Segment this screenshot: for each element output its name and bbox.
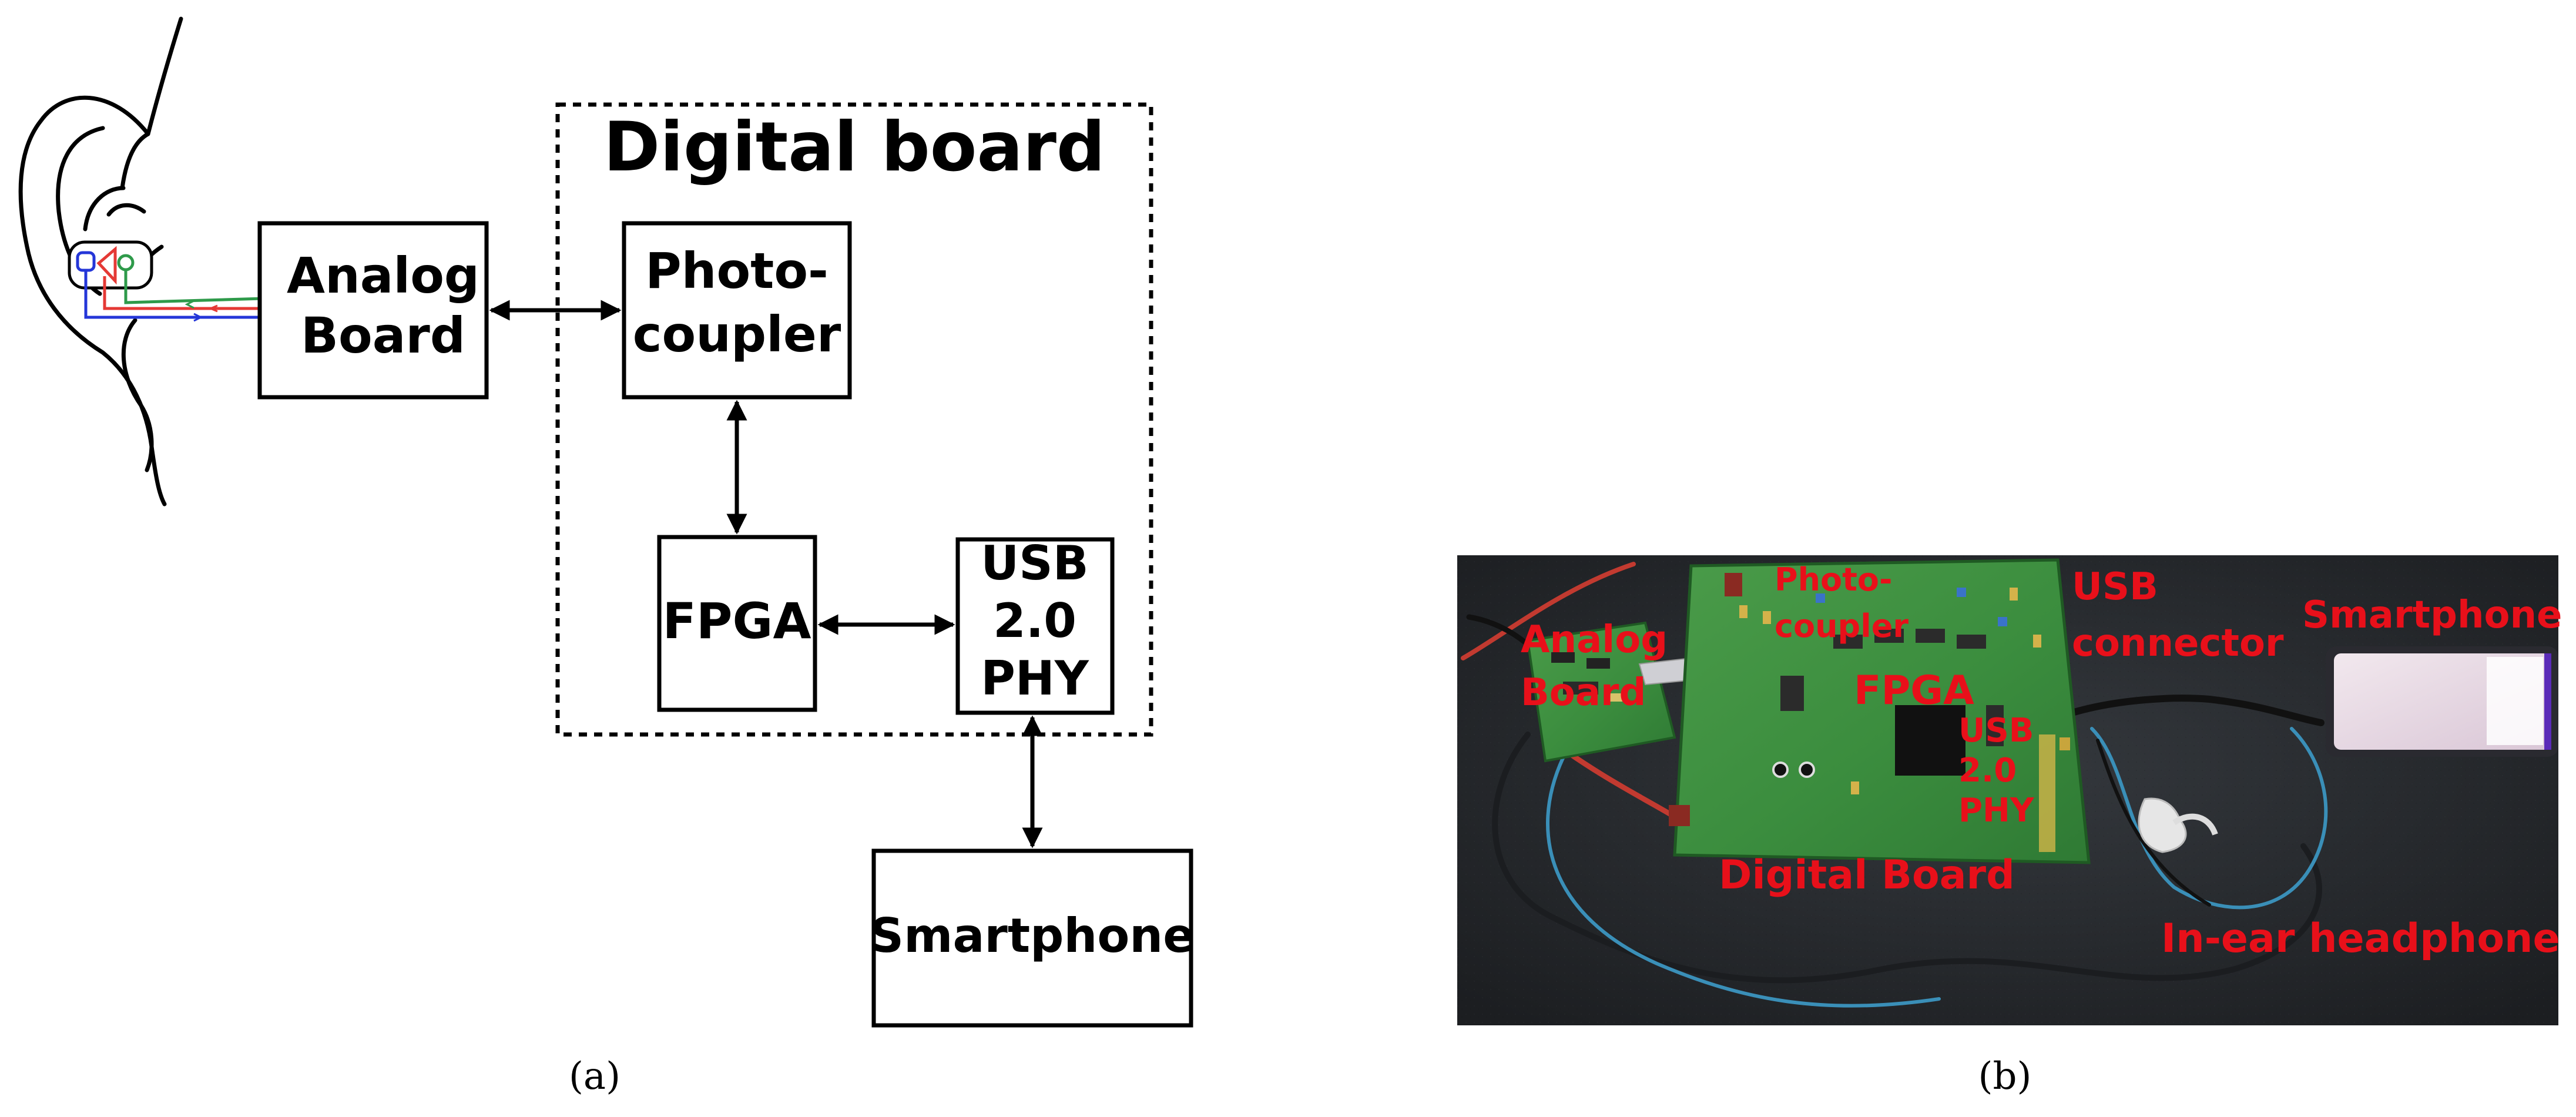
usb-phy-block: USB 2.0 PHY: [958, 536, 1112, 713]
photo-label-usb-phy-line3: PHY: [1958, 791, 2035, 830]
photo-label-in-ear-headphone: In-ear headphone: [2161, 915, 2560, 962]
photo-label-digital-board: Digital Board: [1719, 852, 2015, 898]
usb-phy-label-line1: USB: [981, 536, 1089, 591]
in-ear-device-icon: [69, 242, 152, 288]
photo-label-analog-line2: Board: [1521, 671, 1646, 715]
panel-b-photo: Analog Board Photo- coupler FPGA USB 2.0…: [1457, 555, 2562, 1098]
photo-label-usb-connector-line2: connector: [2072, 622, 2284, 665]
photo-label-smartphone: Smartphone: [2302, 593, 2562, 637]
smartphone-photo: [2326, 646, 2558, 757]
caption-a: (a): [569, 1055, 620, 1098]
analog-board-block: Analog Board: [260, 223, 487, 397]
photocoupler-block: Photo- coupler: [624, 223, 850, 397]
analog-board-label-line2: Board: [301, 307, 465, 364]
digital-board-title: Digital board: [603, 108, 1105, 187]
smartphone-block: Smartphone: [870, 851, 1195, 1025]
photo-label-usb-phy-line1: USB: [1958, 712, 2034, 750]
photo-label-photocoupler-line1: Photo-: [1775, 561, 1892, 598]
panel-a-block-diagram: Digital board Analog Board Photo- couple…: [21, 19, 1195, 1098]
photo-label-analog-line1: Analog: [1521, 618, 1668, 662]
photocoupler-label-line1: Photo-: [645, 242, 829, 300]
usb-phy-label-line2: 2.0: [993, 593, 1076, 648]
usb-phy-label-line3: PHY: [981, 651, 1089, 706]
analog-board-label-line1: Analog: [287, 247, 479, 304]
photo-label-fpga: FPGA: [1854, 667, 1974, 714]
photo-label-photocoupler-line2: coupler: [1775, 608, 1908, 645]
photo-label-usb-phy-line2: 2.0: [1958, 752, 2017, 790]
fpga-block: FPGA: [659, 537, 815, 710]
caption-b: (b): [1978, 1055, 2032, 1098]
smartphone-label: Smartphone: [870, 908, 1195, 963]
fpga-label: FPGA: [663, 592, 811, 650]
photo-label-usb-connector-line1: USB: [2072, 565, 2158, 609]
photocoupler-label-line2: coupler: [633, 306, 841, 363]
